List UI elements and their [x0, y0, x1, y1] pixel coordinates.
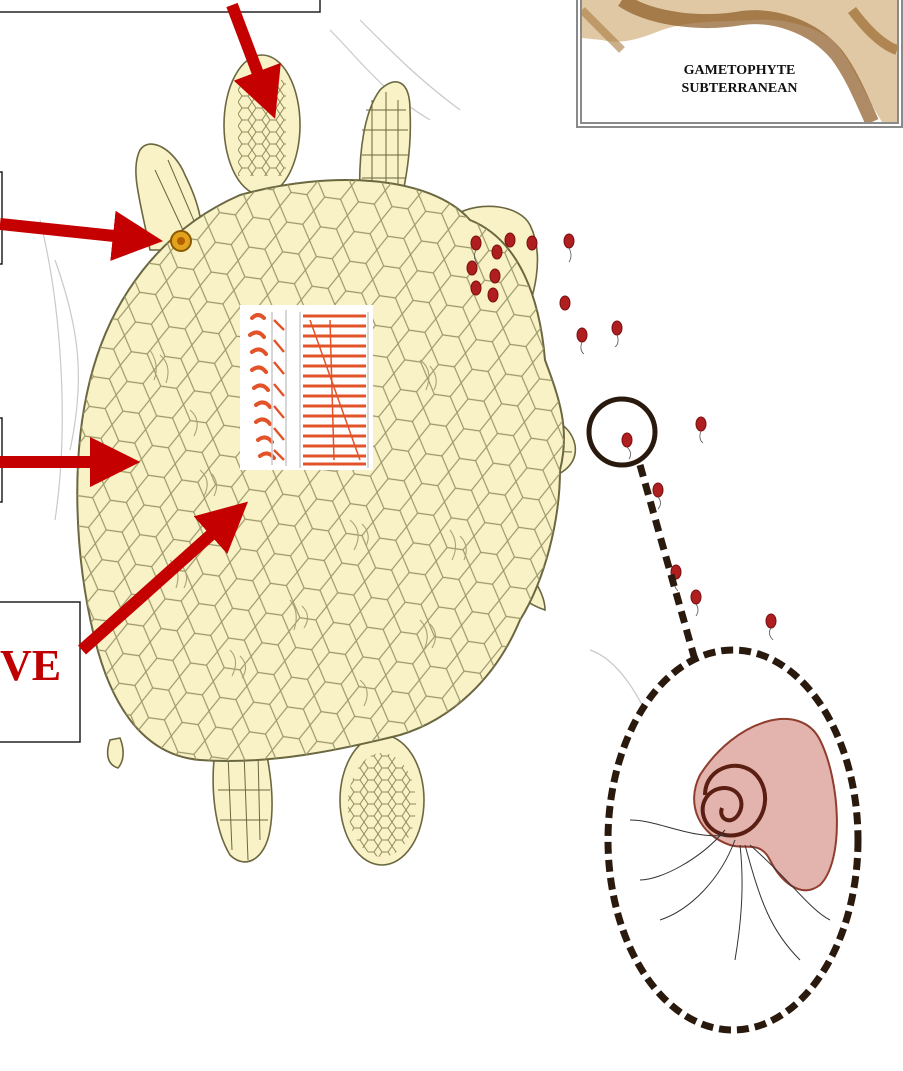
magnifier: [589, 399, 695, 660]
zoom-connector: [640, 465, 695, 660]
inset-caption-line2: SUBTERRANEAN: [582, 80, 897, 98]
zoom-source-circle: [589, 399, 655, 465]
zoomed-sperm: [608, 650, 858, 1030]
archegonium-bottom: [213, 745, 272, 862]
label-box-left-1: [0, 172, 2, 264]
inset-caption-line1: GAMETOPHYTE: [582, 62, 897, 80]
label-fragment-bottom: VE: [0, 640, 61, 691]
inset-caption: GAMETOPHYTE SUBTERRANEAN: [582, 62, 897, 98]
tracheid-inset: [240, 305, 373, 470]
gametophyte-inset: GAMETOPHYTE SUBTERRANEAN: [576, 0, 903, 128]
gametophyte-photo: [582, 0, 897, 122]
arrow-icon: [0, 224, 143, 239]
label-box-top: [0, 0, 320, 12]
